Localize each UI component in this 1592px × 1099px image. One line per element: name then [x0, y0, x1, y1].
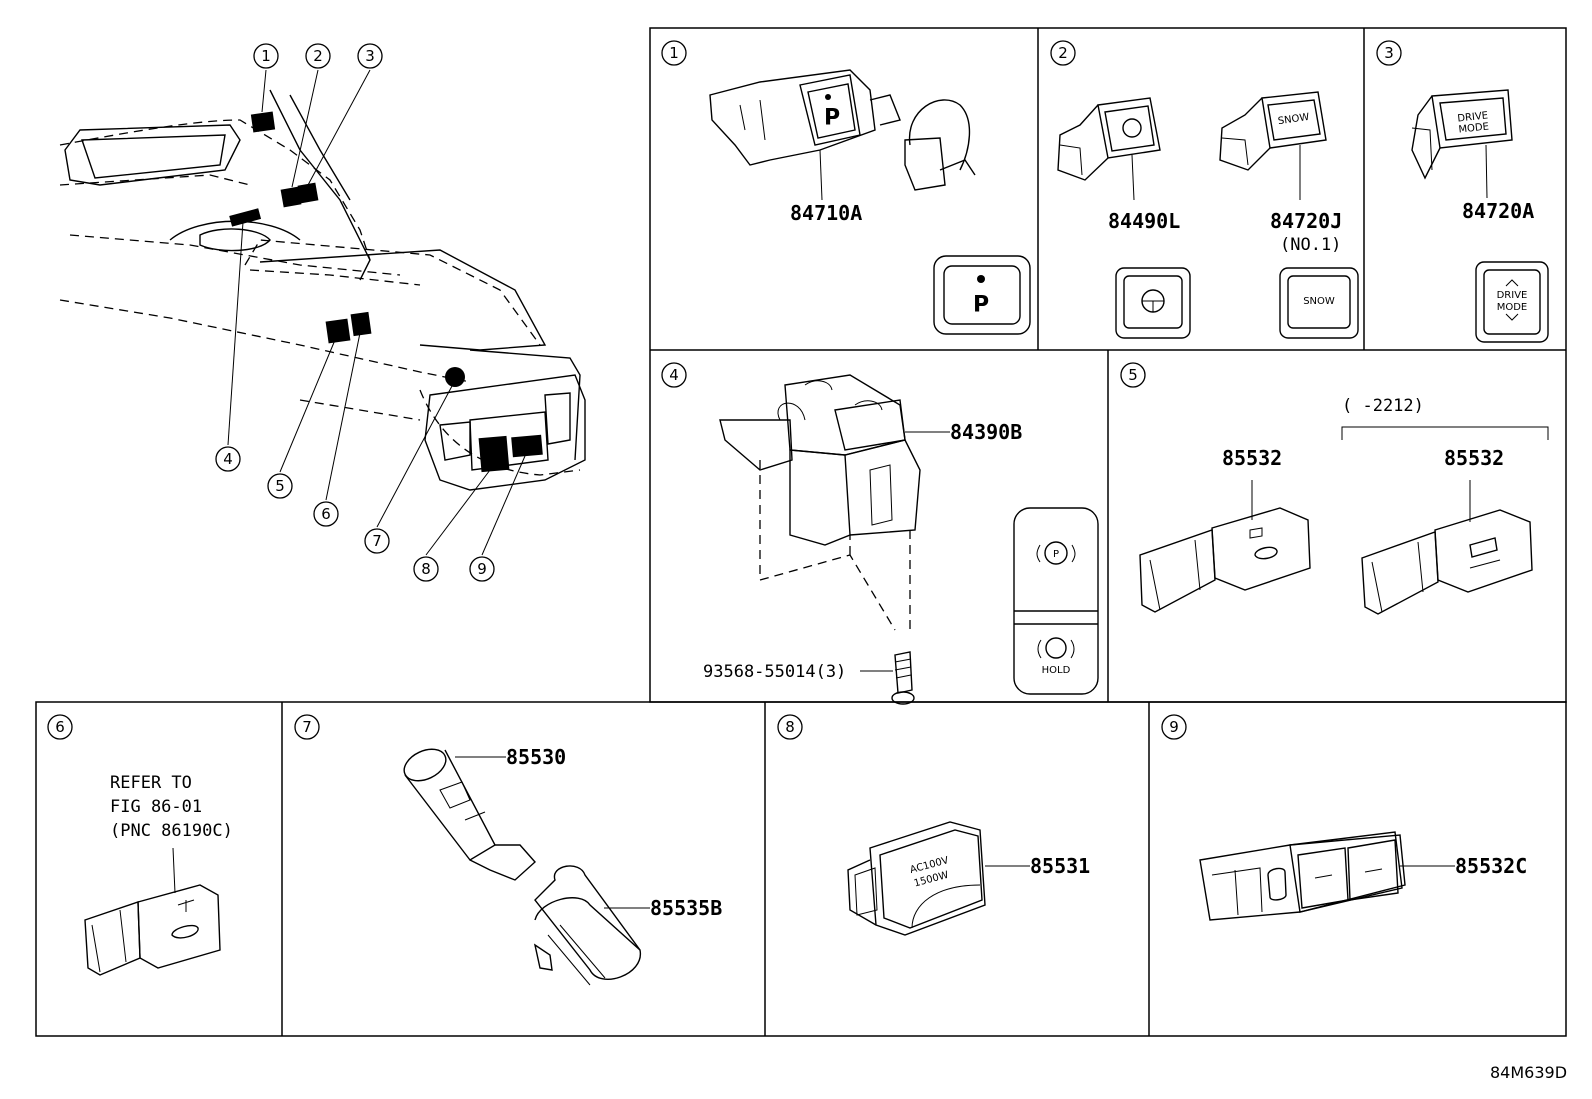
svg-text:P: P: [973, 293, 989, 318]
part-85532C: 85532C: [1455, 854, 1527, 878]
part-84720A: 84720A: [1462, 199, 1534, 223]
svg-text:MODE: MODE: [1458, 121, 1490, 135]
panel-2-number: 2: [1058, 44, 1068, 62]
range-note: ( -2212): [1342, 396, 1424, 416]
part-84490L: 84490L: [1108, 209, 1180, 233]
part-84720J: 84720J: [1270, 209, 1342, 233]
part-85531: 85531: [1030, 854, 1090, 878]
panel-3: 3 DRIVE MODE 84720A DRIVE MODE: [1376, 40, 1549, 343]
svg-text:9: 9: [477, 560, 487, 578]
svg-text:4: 4: [223, 450, 233, 468]
steering-button-icon: [1115, 267, 1191, 339]
callout-3: 3: [357, 43, 383, 69]
panel-borders: [35, 27, 1567, 1037]
refer-note-line-2: FIG 86-01: [110, 797, 202, 817]
panel-6-number: 6: [55, 718, 65, 736]
snow-switch-illustration: SNOW: [1219, 91, 1327, 171]
part-84720J-note: (NO.1): [1280, 235, 1341, 255]
drive-mode-button-icon: DRIVE MODE: [1475, 261, 1549, 343]
callout-9: 9: [469, 556, 495, 582]
part-85532-a: 85532: [1222, 446, 1282, 470]
svg-text:P: P: [824, 106, 840, 131]
panel-8-number: 8: [785, 718, 795, 736]
svg-text:P: P: [1053, 549, 1059, 560]
panel-4: 4 84390B 93568-55014(3) P: [661, 362, 1099, 705]
callout-4: 4: [215, 446, 241, 472]
power-outlet-socket-illustration: [403, 748, 536, 881]
part-84710A: 84710A: [790, 201, 862, 225]
panel-9-number: 9: [1169, 718, 1179, 736]
panel-3-number: 3: [1384, 44, 1394, 62]
steering-switch-illustration: [1057, 97, 1161, 181]
drive-mode-switch-illustration: DRIVE MODE: [1411, 89, 1513, 180]
figure-id: 84M639D: [1490, 1063, 1567, 1082]
svg-text:HOLD: HOLD: [1042, 665, 1071, 676]
refer-note-line-3: (PNC 86190C): [110, 821, 233, 841]
svg-text:7: 7: [372, 532, 382, 550]
refer-note-line-1: REFER TO: [110, 773, 192, 793]
panel-8: 8 AC100V 1500W 85531: [777, 714, 1090, 936]
parking-brake-switch-illustration: [719, 374, 921, 546]
shift-knob-illustration: P: [709, 69, 976, 191]
svg-text:DRIVE: DRIVE: [1497, 290, 1528, 301]
panel-9: 9 85532C: [1161, 714, 1527, 921]
svg-text:8: 8: [421, 560, 431, 578]
dual-usb-port-illustration: [1199, 831, 1406, 921]
svg-text:3: 3: [365, 47, 375, 65]
panel-5: 5 ( -2212) 85532 85532: [1120, 362, 1549, 615]
svg-text:2: 2: [313, 47, 323, 65]
panel-2: 2 84490L SNOW 84720J (NO.1): [1050, 40, 1359, 339]
usb-c-port-illustration: [84, 884, 221, 976]
callout-6: 6: [313, 501, 339, 527]
part-85532-b: 85532: [1444, 446, 1504, 470]
callout-8: 8: [413, 556, 439, 582]
panel-1-number: 1: [669, 44, 679, 62]
part-85530: 85530: [506, 745, 566, 769]
part-84390B: 84390B: [950, 420, 1022, 444]
callout-2: 2: [305, 43, 331, 69]
callout-5: 5: [267, 473, 293, 499]
panel-4-number: 4: [669, 366, 679, 384]
part-93568-55014: 93568-55014(3): [703, 662, 846, 682]
snow-button-icon: SNOW: [1279, 267, 1359, 339]
usb-port-b-illustration: [1361, 509, 1533, 615]
overview-callouts: 1 2 3 4 5 6 7 8 9: [215, 43, 495, 582]
socket-cap-illustration: [533, 865, 641, 986]
ac-outlet-illustration: AC100V 1500W: [847, 821, 986, 936]
panel-1: 1 P 84710A P: [661, 40, 1031, 335]
p-hold-button-icon: P HOLD: [1013, 507, 1099, 695]
usb-c-port-a-illustration: [1139, 507, 1311, 613]
svg-text:SNOW: SNOW: [1277, 112, 1310, 127]
svg-text:1: 1: [261, 47, 271, 65]
svg-text:SNOW: SNOW: [1303, 296, 1335, 307]
panel-7: 7 85530 85535B: [294, 714, 722, 986]
svg-text:DRIVE: DRIVE: [1457, 110, 1489, 124]
p-button-icon: P: [933, 255, 1031, 335]
console-overview: [59, 69, 586, 556]
panel-7-number: 7: [302, 718, 312, 736]
callout-7: 7: [364, 528, 390, 554]
panel-5-number: 5: [1128, 366, 1138, 384]
screw-illustration: [891, 651, 915, 705]
panel-6: 6 REFER TO FIG 86-01 (PNC 86190C): [47, 714, 233, 976]
part-85535B: 85535B: [650, 896, 722, 920]
callout-1: 1: [253, 43, 279, 69]
svg-text:5: 5: [275, 477, 285, 495]
svg-text:6: 6: [321, 505, 331, 523]
svg-text:MODE: MODE: [1497, 302, 1528, 313]
